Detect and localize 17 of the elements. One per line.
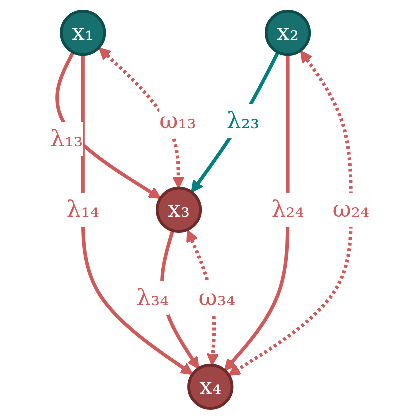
arrow: [81, 54, 194, 376]
edge-label: λ₁₄: [66, 196, 100, 223]
node-circle: [60, 10, 106, 56]
edge-label: λ₂₃: [226, 107, 260, 134]
arrow: [224, 54, 290, 372]
node-circle: [156, 186, 202, 234]
arrow: [228, 50, 353, 376]
arrow: [98, 48, 185, 189]
edge-label: ω₁₃: [160, 107, 196, 134]
node-circle: [264, 10, 312, 56]
edge-label: λ₂₄: [272, 196, 304, 223]
edge-label: ω₃₄: [198, 284, 236, 312]
edge-label: λ₃₄: [136, 284, 170, 312]
node-circle: [188, 364, 234, 410]
edge-label: ω₂₄: [332, 196, 370, 223]
arrow: [191, 52, 280, 194]
edge-label: λ₁₃: [50, 125, 84, 152]
